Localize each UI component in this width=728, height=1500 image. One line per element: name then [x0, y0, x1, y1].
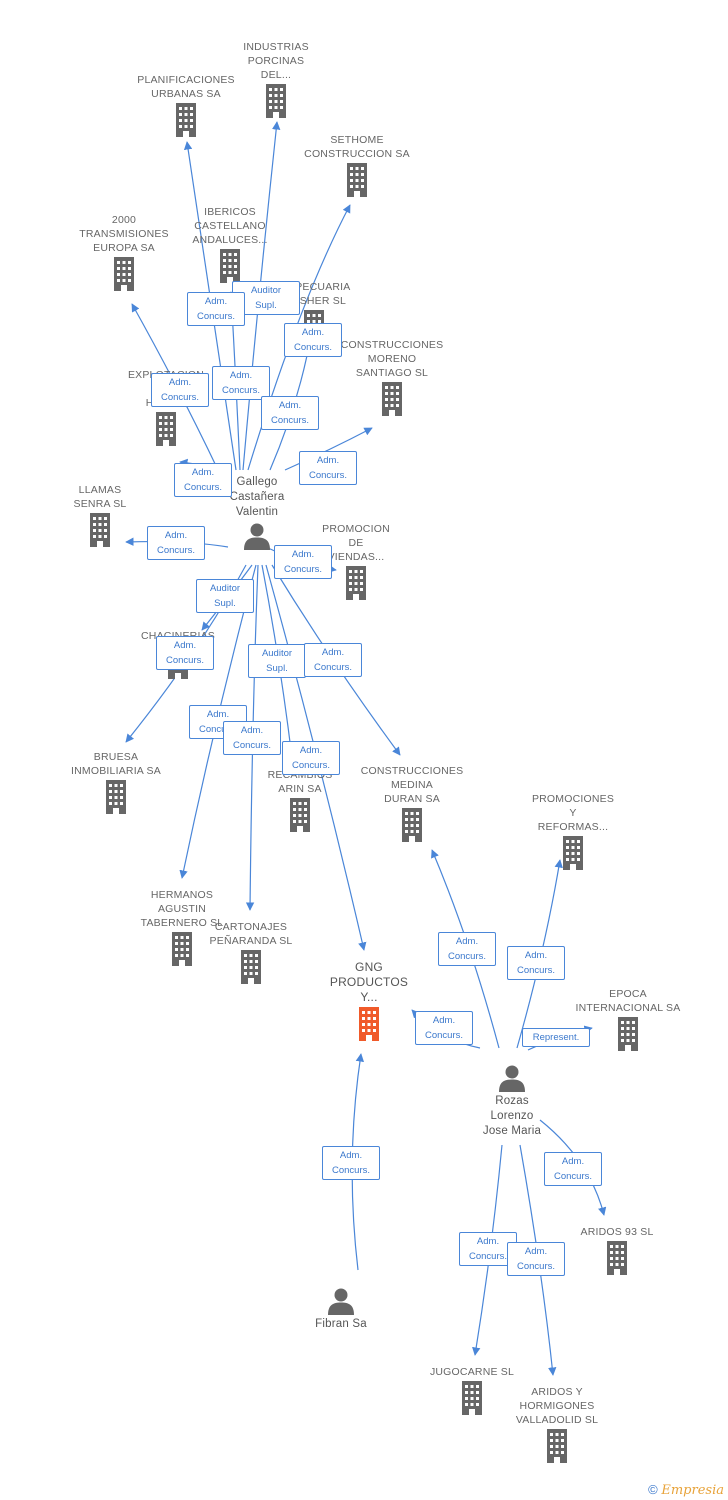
node-epoca[interactable]: EPOCA INTERNACIONAL SA: [563, 987, 693, 1053]
edge-7: [284, 427, 373, 471]
building-icon: [108, 412, 224, 446]
building-icon: [492, 1429, 622, 1463]
relation-badge[interactable]: Represent.: [522, 1028, 590, 1047]
relation-badge[interactable]: Auditor Supl.: [248, 644, 306, 678]
node-hermanos[interactable]: HERMANOS AGUSTIN TABERNERO SL: [124, 888, 240, 968]
node-label: CONSTRUCCIONES MORENO SANTIAGO SL: [340, 339, 444, 379]
node-industrias[interactable]: INDUSTRIAS PORCINAS DEL...: [221, 40, 331, 120]
building-icon: [299, 163, 415, 197]
relation-badge[interactable]: Adm. Concurs.: [282, 741, 340, 775]
node-trans2000[interactable]: 2000 TRANSMISIONES EUROPA SA: [66, 213, 182, 293]
building-icon: [193, 950, 309, 984]
node-label: GNG PRODUCTOS Y...: [329, 960, 409, 1004]
relation-badge[interactable]: Auditor Supl.: [196, 579, 254, 613]
building-icon: [414, 1381, 530, 1415]
node-promociones[interactable]: PROMOCIONES Y REFORMAS...: [508, 792, 638, 872]
relation-badge[interactable]: Adm. Concurs.: [438, 932, 496, 966]
relation-badge[interactable]: Adm. Concurs.: [187, 292, 245, 326]
node-label: CONSTRUCCIONES MEDINA DURAN SA: [360, 765, 464, 805]
node-label: ARIDOS 93 SL: [580, 1226, 654, 1238]
node-label: Rozas Lorenzo Jose Maria: [482, 1095, 542, 1137]
node-fibran[interactable]: Fibran Sa: [296, 1285, 386, 1332]
copyright-mark: ©: [648, 1482, 658, 1497]
node-gallego[interactable]: Gallego Castañera Valentin: [207, 475, 307, 552]
building-icon: [319, 1007, 419, 1041]
building-icon: [567, 1241, 667, 1275]
node-label: IBERICOS CASTELLANO ANDALUCES...: [192, 206, 268, 246]
node-label: JUGOCARNE SL: [429, 1366, 515, 1378]
building-icon: [50, 513, 150, 547]
building-icon: [121, 103, 251, 137]
node-medina[interactable]: CONSTRUCCIONES MEDINA DURAN SA: [347, 764, 477, 844]
node-recambios[interactable]: RECAMBIOS ARIN SA: [250, 768, 350, 834]
node-sethome[interactable]: SETHOME CONSTRUCCION SA: [299, 133, 415, 199]
node-aridosy[interactable]: ARIDOS Y HORMIGONES VALLADOLID SL: [492, 1385, 622, 1465]
building-icon: [172, 249, 288, 283]
relation-badge[interactable]: Adm. Concurs.: [151, 373, 209, 407]
node-label: CARTONAJES PEÑARANDA SL: [209, 921, 293, 947]
node-label: LLAMAS SENRA SL: [73, 484, 127, 510]
relation-badge[interactable]: Adm. Concurs.: [544, 1152, 602, 1186]
building-icon: [250, 798, 350, 832]
node-label: PROMOCION DE VIENDAS...: [322, 523, 390, 563]
node-moreno[interactable]: CONSTRUCCIONES MORENO SANTIAGO SL: [334, 338, 450, 418]
node-label: INDUSTRIAS PORCINAS DEL...: [243, 41, 309, 81]
relation-badge[interactable]: Adm. Concurs.: [212, 366, 270, 400]
node-label: SETHOME CONSTRUCCION SA: [304, 134, 410, 160]
relation-badge[interactable]: Adm. Concurs.: [415, 1011, 473, 1045]
node-ibericos[interactable]: IBERICOS CASTELLANO ANDALUCES...: [172, 205, 288, 285]
node-promocion[interactable]: PROMOCION DE VIENDAS...: [306, 522, 406, 602]
person-icon: [462, 1064, 562, 1092]
building-icon: [221, 84, 331, 118]
relation-badge[interactable]: Adm. Concurs.: [322, 1146, 380, 1180]
node-label: ARIDOS Y HORMIGONES VALLADOLID SL: [515, 1386, 599, 1426]
building-icon: [66, 257, 182, 291]
relation-badge[interactable]: Adm. Concurs.: [304, 643, 362, 677]
node-label: Fibran Sa: [315, 1318, 367, 1330]
brand-logo: Empresia: [661, 1483, 724, 1498]
node-jugocarne[interactable]: JUGOCARNE SL: [414, 1365, 530, 1417]
node-rozas[interactable]: Rozas Lorenzo Jose Maria: [462, 1062, 562, 1139]
building-icon: [124, 932, 240, 966]
node-aridos93[interactable]: ARIDOS 93 SL: [567, 1225, 667, 1277]
relation-badge[interactable]: Adm. Concurs.: [261, 396, 319, 430]
node-bruesa[interactable]: BRUESA INMOBILIARIA SA: [51, 750, 181, 816]
relation-badge[interactable]: Adm. Concurs.: [147, 526, 205, 560]
building-icon: [334, 382, 450, 416]
footer: © Empresia: [648, 1482, 724, 1498]
relation-badge[interactable]: Adm. Concurs.: [507, 1242, 565, 1276]
relation-badge[interactable]: Adm. Concurs.: [274, 545, 332, 579]
building-icon: [51, 780, 181, 814]
node-llamas[interactable]: LLAMAS SENRA SL: [50, 483, 150, 549]
relation-badge[interactable]: Adm. Concurs.: [284, 323, 342, 357]
relation-badge[interactable]: Adm. Concurs.: [507, 946, 565, 980]
building-icon: [508, 836, 638, 870]
building-icon: [306, 566, 406, 600]
node-label: BRUESA INMOBILIARIA SA: [71, 751, 161, 777]
person-icon: [207, 522, 307, 550]
node-label: Gallego Castañera Valentin: [229, 476, 285, 518]
relation-badge[interactable]: Adm. Concurs.: [174, 463, 232, 497]
person-icon: [296, 1287, 386, 1315]
relation-badge[interactable]: Adm. Concurs.: [223, 721, 281, 755]
node-label: 2000 TRANSMISIONES EUROPA SA: [79, 214, 169, 254]
relation-badge[interactable]: Adm. Concurs.: [299, 451, 357, 485]
relation-badge[interactable]: Adm. Concurs.: [156, 636, 214, 670]
node-planificaciones[interactable]: PLANIFICACIONES URBANAS SA: [121, 73, 251, 139]
node-label: EPOCA INTERNACIONAL SA: [575, 988, 681, 1014]
node-label: PROMOCIONES Y REFORMAS...: [531, 793, 615, 833]
building-icon: [563, 1017, 693, 1051]
building-icon: [347, 808, 477, 842]
node-cartonajes[interactable]: CARTONAJES PEÑARANDA SL: [193, 920, 309, 986]
node-label: PLANIFICACIONES URBANAS SA: [137, 74, 235, 100]
node-gng[interactable]: GNG PRODUCTOS Y...: [319, 960, 419, 1043]
node-label: HERMANOS AGUSTIN TABERNERO SL: [140, 889, 224, 929]
